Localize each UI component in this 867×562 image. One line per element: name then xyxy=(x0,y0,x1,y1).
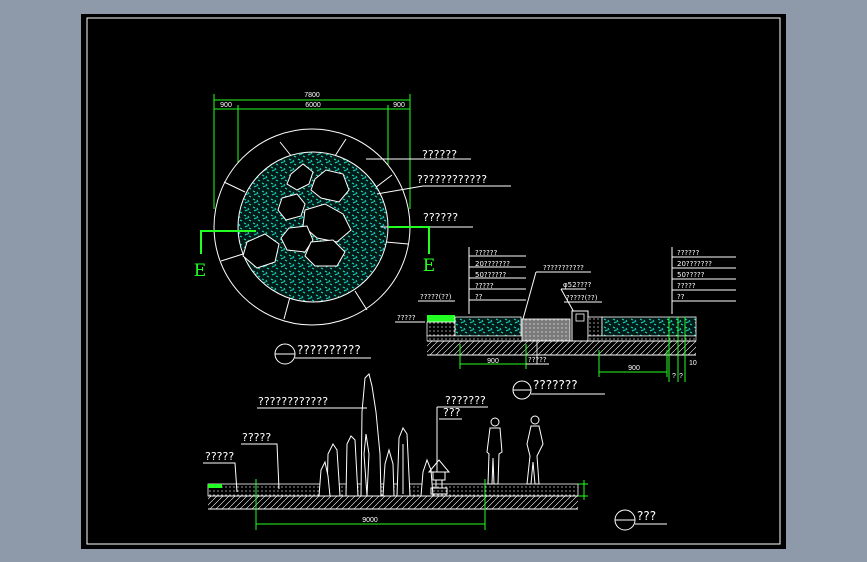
elevation-stone-lantern xyxy=(427,459,451,495)
elevation-dim-total: 9000 xyxy=(362,517,378,524)
elevation-note-2: ????? xyxy=(242,431,271,444)
plan-dim-left: 900 xyxy=(220,102,232,109)
detail-left-layer-2: 20??????? xyxy=(475,260,510,268)
detail-dimension-lines xyxy=(459,317,686,382)
elevation-human-figure-1 xyxy=(486,417,503,485)
detail-right-layer-3: 50????? xyxy=(677,271,705,279)
detail-right-layer-1: ?????? xyxy=(677,249,700,257)
section-mark-right: E xyxy=(423,256,435,276)
detail-mid-note: ????? xyxy=(528,356,547,364)
detail-center-note-2: φ52???? xyxy=(563,281,592,289)
plan-view: 7800 900 6000 900 xyxy=(194,92,511,365)
detail-left-layer-1: ?????? xyxy=(475,249,498,257)
detail-right-label-1: ?????(??) xyxy=(566,294,598,302)
elevation-rocks xyxy=(318,373,434,497)
detail-left-base xyxy=(426,335,528,342)
detail-center-note: ??????????? xyxy=(543,264,584,272)
elevation-note-3: ????? xyxy=(205,450,234,463)
detail-ground-hatch xyxy=(427,341,696,355)
detail-left-gravel xyxy=(454,316,522,337)
elevation-ground-hatch xyxy=(208,496,578,509)
elevation-note-5: ??? xyxy=(443,406,461,419)
plan-dim-total: 7800 xyxy=(304,92,320,99)
plan-note-1: ?????? xyxy=(422,148,457,161)
plan-section-cut-marks xyxy=(200,226,430,254)
detail-right-layer-4: ????? xyxy=(677,282,696,290)
elevation-note-4: ??????? xyxy=(445,394,486,407)
detail-title: ??????? xyxy=(533,378,578,392)
detail-left-layer-4: ????? xyxy=(475,282,494,290)
drawing-sheet: 7800 900 6000 900 xyxy=(81,14,786,549)
detail-left-planting xyxy=(427,315,455,322)
detail-right-gravel xyxy=(601,316,697,337)
elevation-human-figure-2 xyxy=(526,415,544,485)
elevation-view: ???????????? ????? ????? ??????? ??? 900… xyxy=(203,373,667,531)
plan-stones xyxy=(242,163,352,269)
detail-center-stone xyxy=(521,318,571,342)
detail-dim-left: 900 xyxy=(487,358,499,365)
elevation-planting xyxy=(208,484,222,488)
sheet-border xyxy=(86,17,781,545)
section-mark-left: E xyxy=(194,261,206,281)
detail-left-curb xyxy=(426,321,456,337)
detail-small-dim-3: 10 xyxy=(689,360,697,367)
detail-left-layer-3: 50?????? xyxy=(475,271,506,279)
elevation-note-1: ???????????? xyxy=(258,395,328,408)
detail-left-label-1: ?????(??) xyxy=(420,293,452,301)
plan-note-3: ?????? xyxy=(423,211,458,224)
detail-right-base xyxy=(587,335,697,342)
detail-left-layer-table xyxy=(468,247,526,314)
detail-right-layer-2: 20??????? xyxy=(677,260,712,268)
plan-dimension-lines xyxy=(213,94,411,209)
elevation-leaders xyxy=(203,406,488,493)
detail-right-layer-5: ?? xyxy=(677,293,685,301)
plan-title: ?????????? xyxy=(297,343,361,357)
detail-small-dim-1: ? xyxy=(672,373,676,380)
detail-left-label-2: ????? xyxy=(397,314,416,322)
detail-left-layer-5: ?? xyxy=(475,293,483,301)
plan-ring-joints xyxy=(220,138,409,320)
detail-right-curb xyxy=(587,316,603,337)
elevation-title: ??? xyxy=(637,509,656,523)
plan-dim-right: 900 xyxy=(393,102,405,109)
cad-drawing: 7800 900 6000 900 xyxy=(86,17,781,545)
plan-note-2: ???????????? xyxy=(417,173,487,186)
detail-dim-right: 900 xyxy=(628,365,640,372)
plan-dim-center: 6000 xyxy=(305,102,321,109)
section-detail: ?????? 20??????? 50?????? ????? ?? ?????… xyxy=(395,247,736,400)
detail-right-layer-table xyxy=(671,247,736,314)
detail-small-dim-2: ? xyxy=(679,373,683,380)
elevation-dimension-lines xyxy=(255,479,588,530)
